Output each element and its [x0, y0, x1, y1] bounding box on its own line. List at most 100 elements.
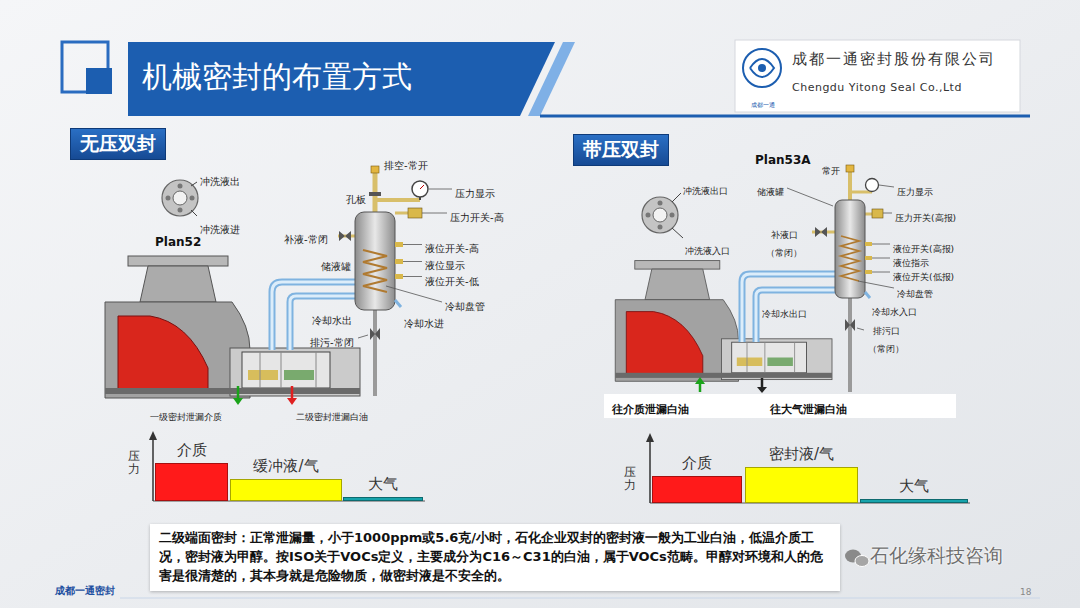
- leak-label: 往介质泄漏白油: [612, 399, 689, 417]
- callout-label: 冷却盘管: [897, 289, 933, 299]
- plan-name: Plan52: [155, 232, 201, 250]
- callout-label: 压力显示: [897, 187, 933, 197]
- leak-label: 往大气泄漏白油: [770, 403, 847, 416]
- section-tag: 无压双封: [70, 128, 166, 160]
- bar-label: 缓冲液/气: [230, 457, 342, 475]
- callout-label: 压力开关(高报): [895, 207, 956, 225]
- callout-label: 排空-常开: [384, 155, 428, 173]
- footer-text: 成都一通密封: [55, 585, 115, 596]
- callout-label: 液位显示: [425, 255, 465, 273]
- bar-label: 介质: [652, 454, 742, 472]
- callout-label: 冲洗液出口: [683, 186, 728, 196]
- callout-label: 液位开关-高: [425, 243, 479, 254]
- callout-label: 补液口 （常闭）: [766, 230, 802, 258]
- callout-label: 冷却盘管: [445, 296, 485, 314]
- bar-label: 介质: [155, 441, 228, 459]
- axis-label: 压力: [128, 450, 140, 476]
- callout-label: 压力显示: [455, 188, 495, 199]
- page-number: 18: [1020, 581, 1031, 599]
- pressure-bar: 密封液/气: [745, 445, 858, 503]
- plan-name: Plan53A: [755, 153, 811, 167]
- callout-label: 冷却水出: [312, 310, 352, 328]
- section-tag: 带压双封: [573, 134, 669, 166]
- callout-label: 冲洗液出: [200, 171, 240, 189]
- bar-label: 大气: [860, 477, 968, 495]
- pressure-bar: 大气: [343, 475, 423, 501]
- plan-name: Plan52: [155, 235, 201, 249]
- callout-label: 压力显示: [455, 183, 495, 201]
- callout-label: 冷却水入口: [872, 301, 917, 319]
- callout-label: 液位开关(低报): [893, 272, 954, 282]
- note-box: 二级端面密封：正常泄漏量，小于1000ppm或5.6克/小时，石化企业双封的密封…: [150, 524, 840, 591]
- callout-label: 冷却水出口: [762, 303, 807, 321]
- axis-label: 压力: [128, 450, 140, 476]
- axis-label: 压力: [624, 466, 636, 492]
- callout-label: 一级密封泄漏介质: [150, 412, 222, 422]
- callout-label: 冲洗液进: [200, 224, 240, 235]
- callout-label: 冲洗液入口: [685, 240, 730, 258]
- pressure-bar: 介质: [652, 454, 742, 503]
- callout-label: 补液口 （常闭）: [764, 224, 804, 261]
- callout-label: 常开: [822, 166, 840, 176]
- callout-label: 冷却盘管: [897, 283, 933, 301]
- bar-label: 密封液/气: [745, 445, 858, 463]
- callout-label: 孔板: [346, 189, 366, 207]
- logo-text: 成都一通: [751, 93, 775, 111]
- company-name: Chengdu Yitong Seal Co.,Ltd: [792, 81, 962, 94]
- company-name: Chengdu Yitong Seal Co.,Ltd: [792, 77, 962, 95]
- callout-label: 压力开关-高: [450, 212, 504, 223]
- callout-label: 二级密封泄漏白油: [296, 406, 368, 424]
- bar-fill: [343, 497, 423, 501]
- callout-label: 排污-常闭: [310, 332, 354, 350]
- note-text: 二级端面密封：正常泄漏量，小于1000ppm或5.6克/小时，石化企业双封的密封…: [159, 529, 831, 586]
- tag-label: 无压双封: [80, 132, 156, 156]
- callout-label: 液位开关-高: [425, 238, 479, 256]
- watermark: 石化缘科技咨询: [870, 545, 1003, 567]
- callout-label: 排污-常闭: [310, 337, 354, 348]
- bar-fill: [652, 476, 742, 503]
- callout-label: 冷却水进: [404, 318, 444, 329]
- callout-label: 排污口 （常闭）: [866, 320, 906, 357]
- callout-label: 液位开关-低: [425, 276, 479, 287]
- leak-label: 往大气泄漏白油: [770, 399, 847, 417]
- callout-label: 冲洗液出口: [683, 180, 728, 198]
- slide-title: 机械密封的布置方式: [142, 58, 412, 96]
- callout-label: 二级密封泄漏白油: [296, 412, 368, 422]
- callout-label: 补液-常闭: [284, 234, 328, 245]
- bar-fill: [155, 463, 228, 501]
- callout-label: 冲洗液入口: [685, 246, 730, 256]
- company-name: 成都一通密封股份有限公司: [792, 50, 996, 68]
- callout-label: 液位开关(高报): [893, 238, 954, 256]
- callout-label: 压力显示: [897, 181, 933, 199]
- callout-label: 常开: [822, 160, 840, 178]
- callout-label: 一级密封泄漏介质: [150, 406, 222, 424]
- callout-label: 冷却水出口: [762, 309, 807, 319]
- callout-label: 压力开关(高报): [895, 213, 956, 223]
- plan-name: Plan53A: [755, 150, 811, 168]
- bar-fill: [745, 467, 858, 503]
- callout-label: 液位开关-低: [425, 271, 479, 289]
- watermark: 石化缘科技咨询: [870, 544, 1003, 566]
- logo-text: 成都一通: [751, 101, 775, 108]
- page-number: 18: [1020, 587, 1031, 597]
- callout-label: 补液-常闭: [284, 229, 328, 247]
- footer-text: 成都一通密封: [55, 580, 115, 598]
- callout-label: 冲洗液进: [200, 219, 240, 237]
- callout-label: 冷却水进: [404, 313, 444, 331]
- callout-label: 液位开关(高报): [893, 244, 954, 254]
- callout-label: 液位指示: [893, 252, 929, 270]
- pressure-bar: 缓冲液/气: [230, 457, 342, 501]
- callout-label: 排空-常开: [384, 160, 428, 171]
- callout-label: 冷却盘管: [445, 301, 485, 312]
- callout-label: 冷却水入口: [872, 307, 917, 317]
- bar-fill: [230, 479, 342, 501]
- callout-label: 液位指示: [893, 258, 929, 268]
- bar-label: 大气: [343, 475, 423, 493]
- callout-label: 排污口 （常闭）: [868, 326, 904, 354]
- callout-label: 孔板: [346, 194, 366, 205]
- pressure-bar: 介质: [155, 441, 228, 501]
- pressure-bar: 大气: [860, 477, 968, 503]
- callout-label: 储液罐: [757, 187, 784, 197]
- callout-label: 储液罐: [321, 261, 351, 272]
